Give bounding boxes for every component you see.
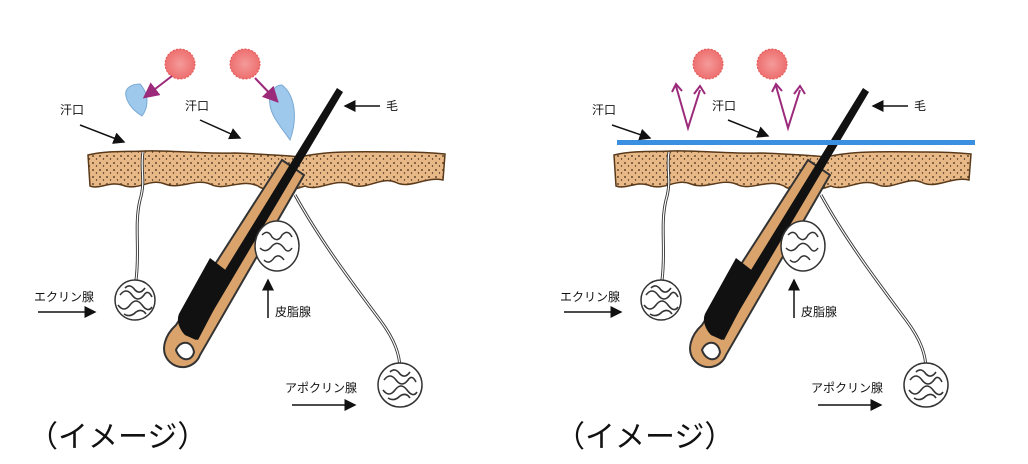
bacteria-icon <box>164 48 196 80</box>
label-sweat-pore-2: 汗口 <box>185 99 209 113</box>
panel-right: 汗口 汗口 毛 エクリン腺 皮脂腺 アポクリン腺 （イメージ） <box>555 48 975 455</box>
label-hair: 毛 <box>914 99 926 113</box>
label-sebaceous: 皮脂腺 <box>275 304 311 319</box>
label-hair: 毛 <box>386 99 398 113</box>
label-eccrine: エクリン腺 <box>560 290 620 304</box>
sebaceous-gland <box>254 220 300 272</box>
bounce-arrow <box>775 85 801 132</box>
label-sweat-pore-1: 汗口 <box>592 103 616 117</box>
bacteria-arrow <box>142 75 173 99</box>
label-sebaceous: 皮脂腺 <box>801 304 837 319</box>
eccrine-gland <box>114 279 156 321</box>
sweat-drop <box>125 83 148 117</box>
bounce-arrow <box>675 85 701 132</box>
sebaceous-gland <box>780 220 826 272</box>
label-sweat-pore-1: 汗口 <box>60 103 84 117</box>
panel-left: 汗口 汗口 毛 エクリン腺 皮脂腺 アポクリン腺 （イメージ） <box>28 48 446 455</box>
apocrine-gland <box>377 362 423 408</box>
apocrine-gland <box>903 362 949 408</box>
caption: （イメージ） <box>555 420 734 455</box>
sweat-drop <box>269 84 295 142</box>
caption: （イメージ） <box>28 420 207 455</box>
bacteria-icon <box>756 48 788 80</box>
bacteria-icon <box>692 48 724 80</box>
skin-layer <box>87 150 446 191</box>
label-eccrine: エクリン腺 <box>34 290 94 304</box>
bacteria-icon <box>229 48 261 80</box>
label-apocrine: アポクリン腺 <box>811 381 883 395</box>
label-sweat-pore-2: 汗口 <box>712 99 736 113</box>
label-apocrine: アポクリン腺 <box>285 381 357 395</box>
barrier-line <box>617 140 975 145</box>
eccrine-gland <box>640 279 682 321</box>
skin-layer <box>613 150 972 191</box>
bacteria-arrow <box>254 77 279 103</box>
